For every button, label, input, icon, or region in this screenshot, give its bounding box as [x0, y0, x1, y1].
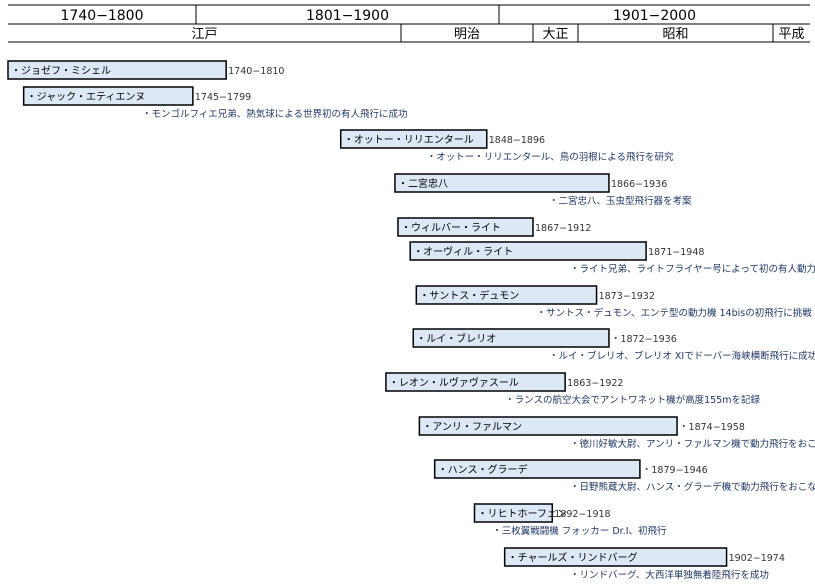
- person-years: 1866−1936: [611, 179, 667, 190]
- era-label: 江戸: [191, 27, 217, 42]
- century-label: 1801−1900: [306, 8, 389, 24]
- era-label: 平成: [778, 27, 804, 42]
- event-note: ・モンゴルフィエ兄弟、熱気球による世界初の有人飛行に成功: [142, 108, 408, 120]
- person-years: ・1872−1936: [611, 334, 677, 345]
- person-name: ・ジャック・エティエンヌ: [27, 91, 146, 103]
- person-years: 1871−1948: [648, 247, 704, 258]
- person-bar: [433, 459, 641, 479]
- person-bar: [339, 129, 488, 149]
- person-years: ・1879−1946: [642, 465, 708, 476]
- person-name: ・サントス・デュモン: [419, 289, 519, 302]
- person-name: ・ルイ・ブレリオ: [416, 332, 496, 345]
- person-name: ・リヒトホーフェン: [478, 508, 567, 520]
- person-bar: [22, 86, 194, 106]
- century-label: 1740−1800: [61, 8, 144, 24]
- person-bar: [412, 328, 610, 348]
- event-note: ・三枚翼戦闘機 フォッカー Dr.I、初飛行: [492, 525, 667, 537]
- person-name: ・ハンス・グラーデ: [438, 463, 528, 476]
- person-years: 1892−1918: [554, 509, 610, 520]
- person-name: ・オーヴィル・ライト: [413, 245, 513, 258]
- event-note: ・サントス・デュモン、エンテ型の動力機 14bisの初飛行に挑戦: [537, 307, 813, 319]
- event-note: ・日野熊蔵大尉、ハンス・グラーデ機で動力飛行をおこなう: [570, 481, 815, 493]
- era-label: 大正: [542, 27, 568, 42]
- timeline-bars: ・ジョゼフ・ミシェル 1740−1810 ・ジャック・エティエンヌ 1745−1799…: [7, 60, 815, 581]
- person-bar: [409, 241, 647, 261]
- person-name: ・ウィルバー・ライト: [401, 222, 501, 234]
- event-note: ・リンドバーグ、大西洋単独無着陸飛行を成功: [570, 569, 769, 581]
- event-note: ・二宮忠八、玉虫型飛行器を考案: [549, 195, 692, 207]
- person-bar: [7, 60, 227, 80]
- person-bar: [394, 173, 610, 193]
- person-years: 1902−1974: [729, 553, 785, 564]
- event-note: ・ランスの航空大会でアントワネット機が高度155mを記録: [505, 394, 760, 406]
- person-name: ・ジョゼフ・ミシェル: [11, 65, 111, 77]
- person-years: ・1874−1958: [679, 422, 745, 433]
- person-years: 1867−1912: [535, 223, 591, 234]
- person-name: ・二宮忠八: [398, 177, 448, 190]
- person-bar: [397, 217, 534, 237]
- event-note: ・ライト兄弟、ライトフライヤー号によって初の有人動力飛行に成功: [570, 263, 815, 275]
- person-name: ・チャールズ・リンドバーグ: [508, 551, 638, 564]
- timeline-header: 1740−1800 1801−1900 1901−2000 江戸 明治 大正 昭和 平成: [8, 4, 810, 43]
- person-bar: [418, 416, 678, 436]
- person-name: ・オットー・リリエンタール: [344, 134, 474, 146]
- person-name: ・アンリ・ファルマン: [422, 422, 522, 433]
- person-years: 1740−1810: [228, 66, 284, 77]
- event-note: ・ルイ・ブレリオ、ブレリオ XIでドーバー海峡横断飛行に成功: [549, 350, 815, 362]
- person-years: 1873−1932: [599, 291, 655, 302]
- person-bar: [415, 285, 598, 305]
- event-note: ・徳川好敏大尉、アンリ・ファルマン機で動力飛行をおこなう: [570, 438, 815, 450]
- era-label: 昭和: [662, 27, 688, 42]
- person-name: ・レオン・ルヴァヴァスール: [389, 376, 519, 389]
- person-years: 1745−1799: [195, 92, 251, 103]
- person-bar: [503, 547, 728, 567]
- century-label: 1901−2000: [613, 8, 696, 24]
- person-bar: [385, 372, 566, 392]
- era-label: 明治: [454, 27, 480, 42]
- person-years: 1863−1922: [567, 378, 623, 389]
- person-years: 1848−1896: [489, 135, 545, 146]
- event-note: ・オットー・リリエンタール、鳥の羽根による飛行を研究: [427, 151, 674, 163]
- person-bar: [473, 503, 554, 523]
